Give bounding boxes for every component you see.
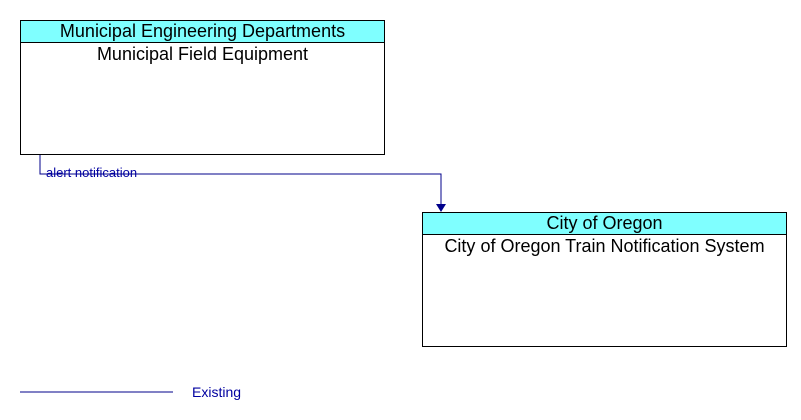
- train-notification-system-label: City of Oregon Train Notification System: [444, 236, 765, 256]
- municipal-field-equipment-label: Municipal Field Equipment: [96, 44, 309, 64]
- flow-arrowhead-icon: [436, 204, 446, 212]
- legend-existing-label: Existing: [192, 384, 242, 400]
- train-notification-system-element[interactable]: City of Oregon City of Oregon Train Noti…: [422, 212, 787, 347]
- municipal-field-equipment-element[interactable]: Municipal Engineering Departments Munici…: [20, 20, 385, 155]
- alert-notification-flow-label[interactable]: alert notification: [46, 165, 138, 180]
- city-of-oregon-header: City of Oregon: [423, 213, 786, 235]
- municipal-engineering-departments-header: Municipal Engineering Departments: [21, 21, 384, 43]
- alert-notification-flow-line[interactable]: [39, 155, 442, 205]
